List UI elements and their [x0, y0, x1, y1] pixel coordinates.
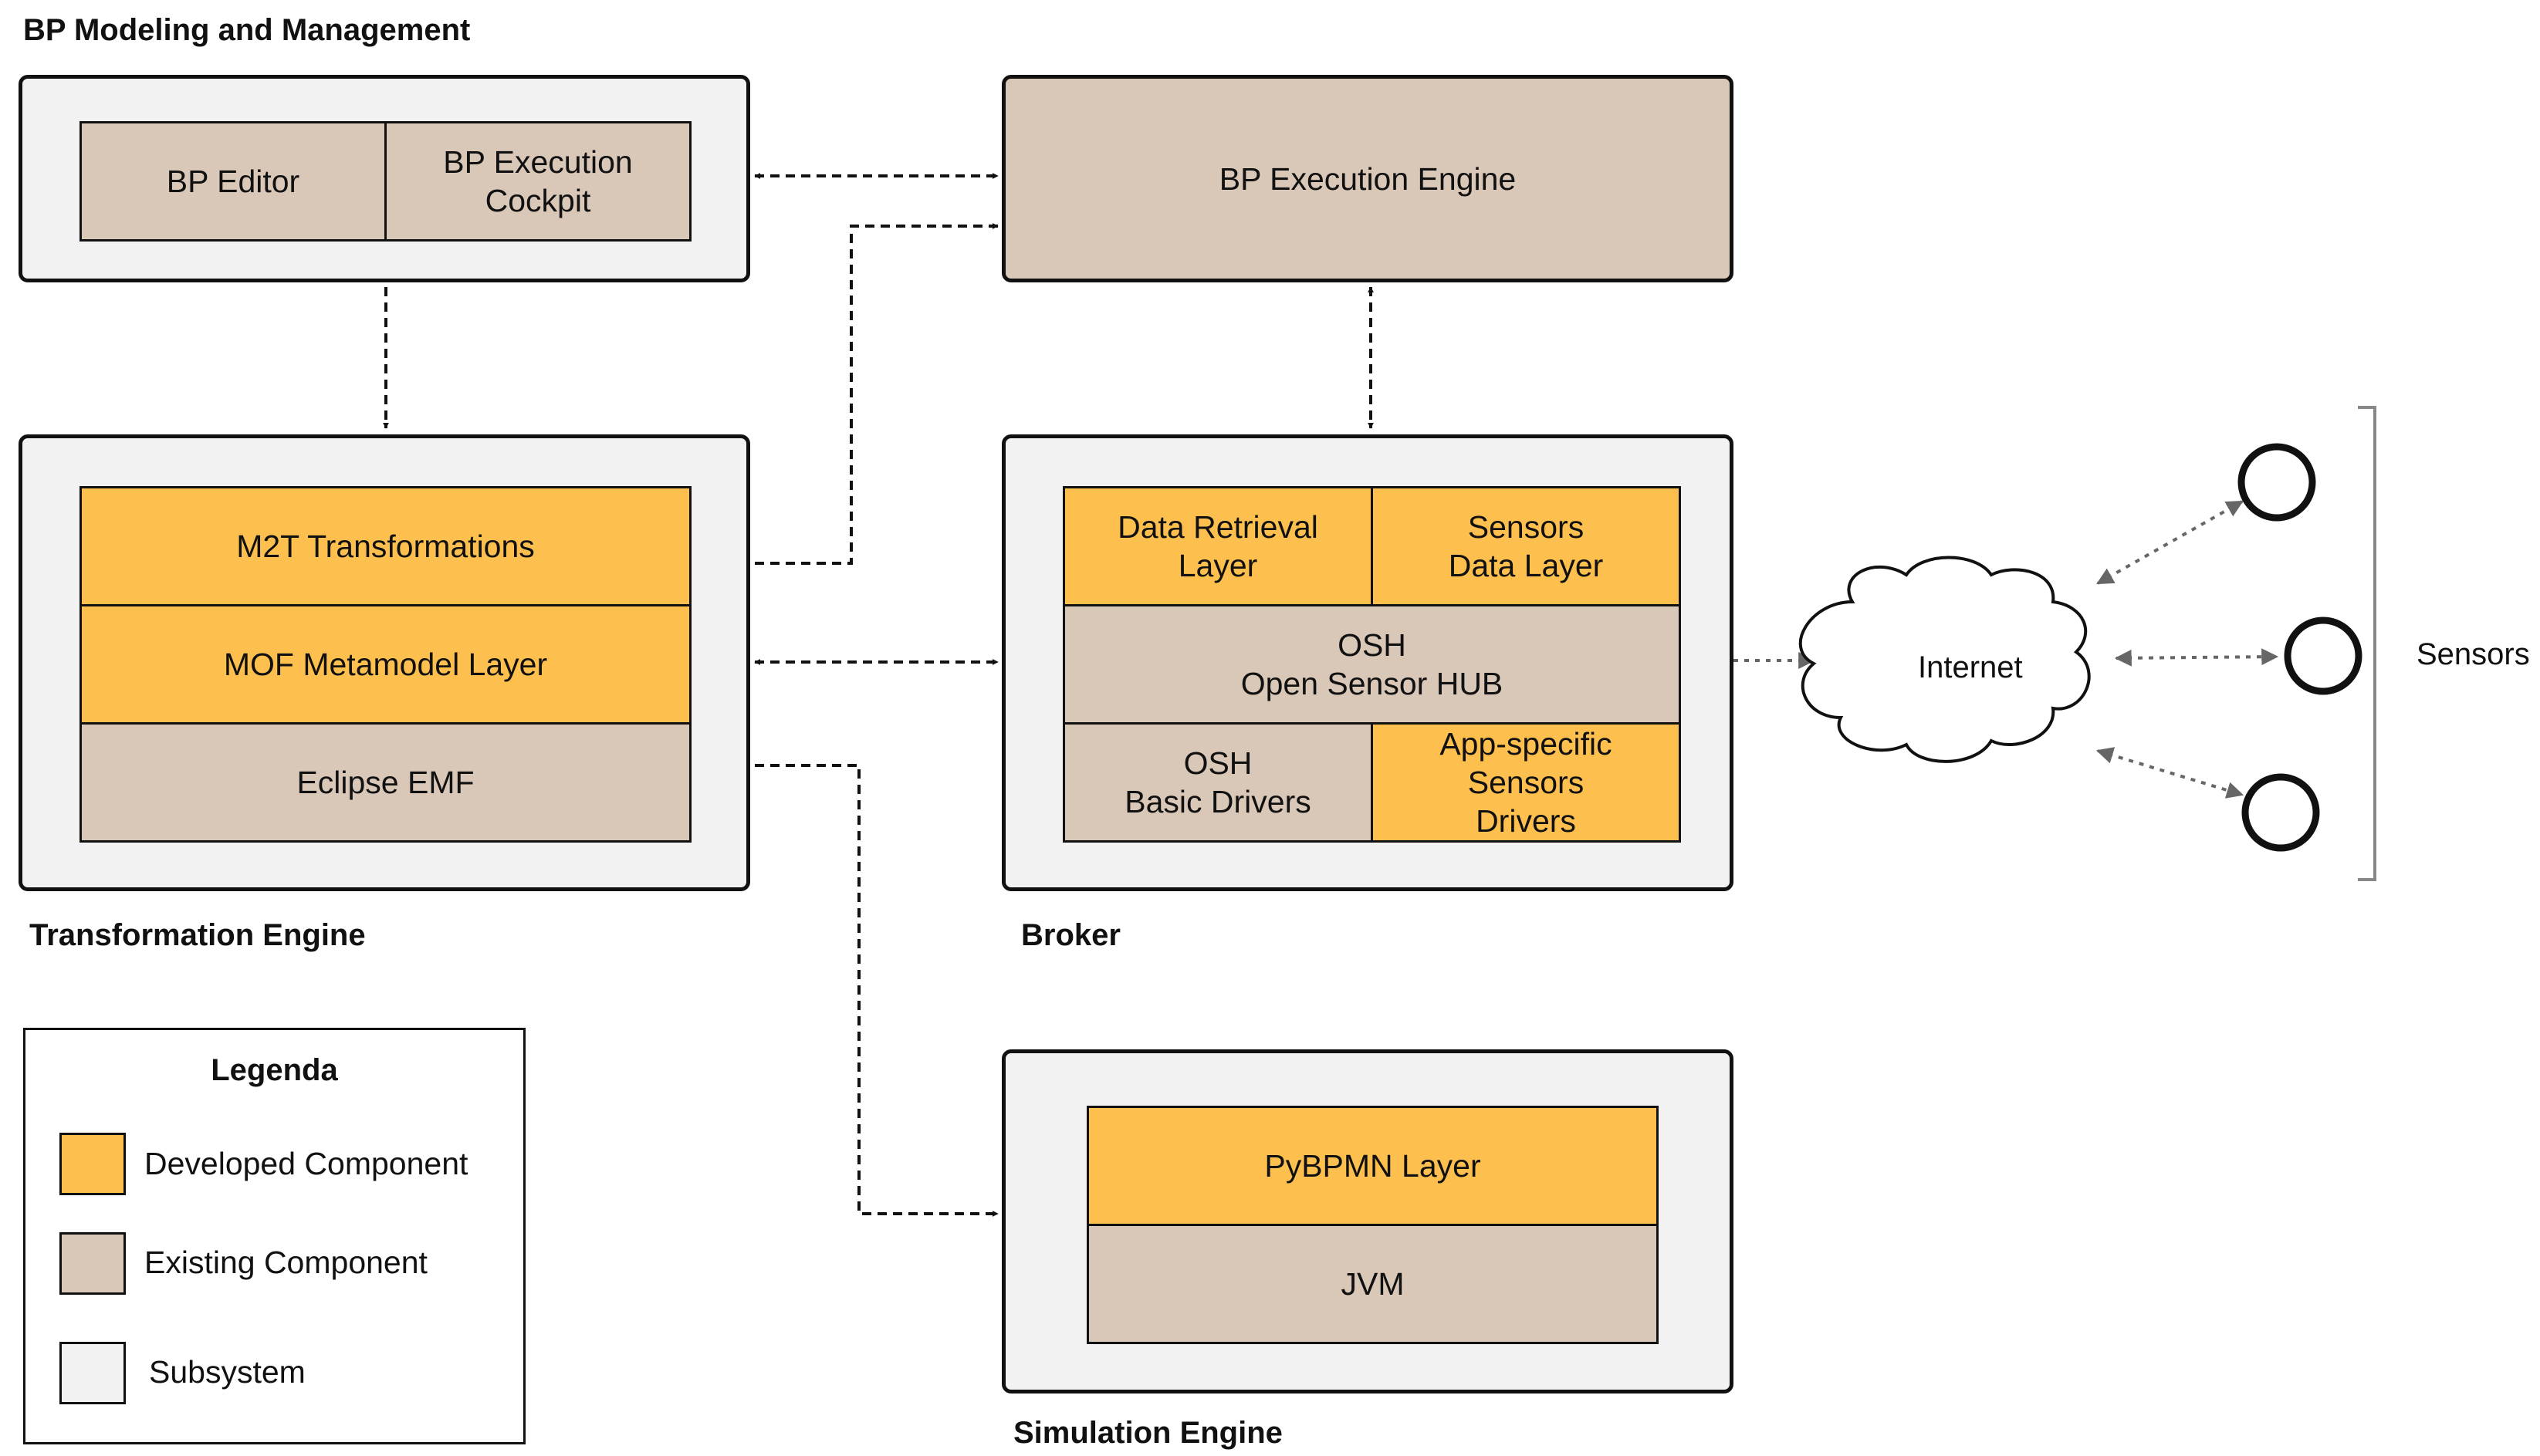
- legend-label-developed: Developed Component: [144, 1146, 468, 1181]
- legend: Legenda Developed Component Existing Com…: [23, 1028, 526, 1444]
- osh-basic-drivers-component: OSH Basic Drivers: [1063, 722, 1373, 843]
- sensor-circle-icon: [2284, 617, 2362, 695]
- sensor-circle-icon: [2241, 773, 2320, 852]
- simulation-engine-subsystem: PyBPMN Layer JVM: [1002, 1049, 1733, 1394]
- data-retrieval-layer-component: Data Retrieval Layer: [1063, 486, 1373, 606]
- jvm-component: JVM: [1087, 1224, 1659, 1344]
- broker-title: Broker: [1021, 918, 1121, 952]
- bp-execution-engine: BP Execution Engine: [1002, 75, 1733, 282]
- m2t-transformations-component: M2T Transformations: [79, 486, 692, 606]
- arrow-internet-to-sensor-1: [2096, 500, 2244, 585]
- bp-editor-component: BP Editor: [79, 121, 387, 242]
- app-specific-sensors-drivers-component: App-specific Sensors Drivers: [1371, 722, 1681, 843]
- arrow-internet-to-sensor-3: [2095, 747, 2244, 799]
- legend-swatch-subsystem: [59, 1342, 126, 1404]
- legend-label-subsystem: Subsystem: [149, 1354, 306, 1390]
- sensors-bracket: [2358, 406, 2376, 881]
- eclipse-emf-component: Eclipse EMF: [79, 722, 692, 843]
- arrow-internet-to-sensor-2: [2114, 648, 2279, 667]
- internet-label: Internet: [1918, 650, 2023, 684]
- osh-open-sensor-hub-component: OSH Open Sensor HUB: [1063, 604, 1681, 725]
- transformation-engine-title: Transformation Engine: [29, 918, 366, 952]
- mof-metamodel-layer-component: MOF Metamodel Layer: [79, 604, 692, 725]
- bp-execution-cockpit-component: BP Execution Cockpit: [384, 121, 692, 242]
- bp-modeling-title: BP Modeling and Management: [23, 13, 471, 47]
- broker-subsystem: Data Retrieval Layer Sensors Data Layer …: [1002, 434, 1733, 891]
- bp-modeling-subsystem: BP Editor BP Execution Cockpit: [19, 75, 750, 282]
- arrow-transformation-to-simulation: [755, 764, 999, 1217]
- simulation-engine-title: Simulation Engine: [1013, 1416, 1283, 1450]
- legend-swatch-developed: [59, 1133, 126, 1195]
- legend-swatch-existing: [59, 1232, 126, 1295]
- arrow-transformation-to-execution-engine: [755, 223, 999, 565]
- sensors-label: Sensors: [2417, 637, 2530, 671]
- cloud-icon: [1798, 556, 2091, 763]
- sensor-circle-icon: [2237, 443, 2316, 522]
- sensors-data-layer-component: Sensors Data Layer: [1371, 486, 1681, 606]
- pybpmn-layer-component: PyBPMN Layer: [1087, 1106, 1659, 1226]
- transformation-engine-subsystem: M2T Transformations MOF Metamodel Layer …: [19, 434, 750, 891]
- legend-title: Legenda: [211, 1053, 338, 1087]
- legend-label-existing: Existing Component: [144, 1245, 428, 1280]
